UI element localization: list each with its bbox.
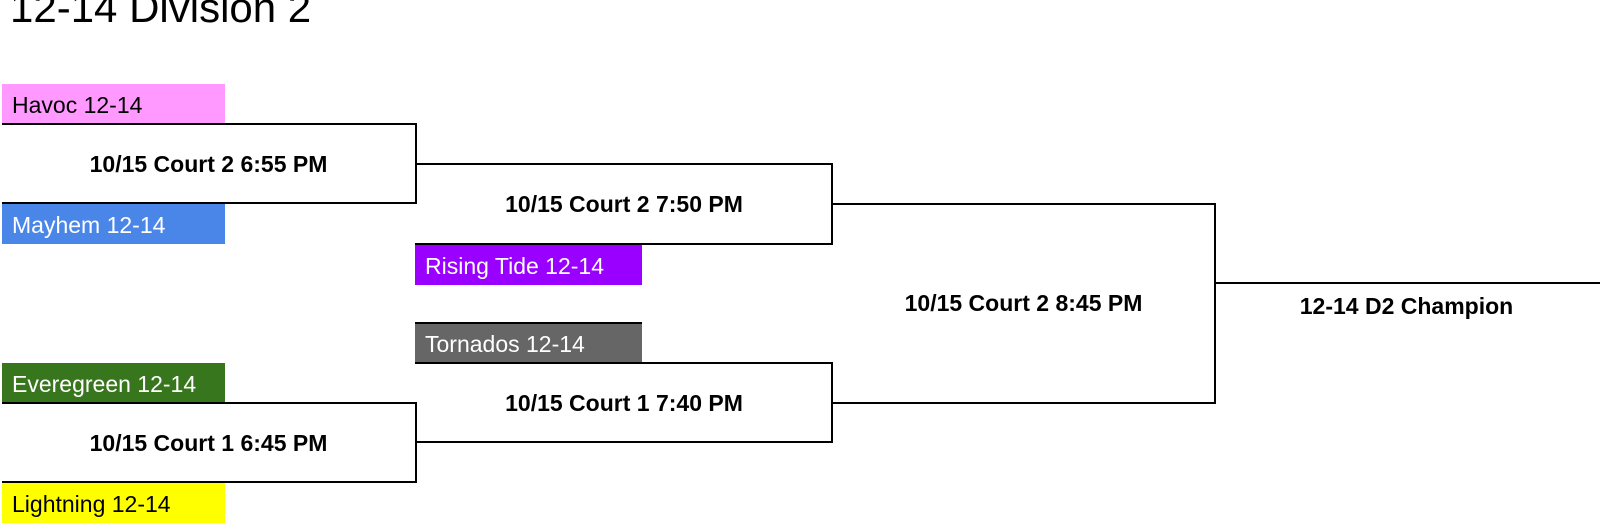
champion-label: 12-14 D2 Champion [1299,293,1514,319]
team-everegreen[interactable]: Everegreen 12-14 [2,363,225,403]
bracket-line [2,402,417,404]
bracket-line [1214,203,1216,404]
bracket-line [415,362,833,364]
bracket-line [1214,282,1600,284]
team-mayhem[interactable]: Mayhem 12-14 [2,204,225,244]
bracket-line [415,163,833,165]
match-label-final: 10/15 Court 2 8:45 PM [904,290,1143,316]
bracket-line [831,203,1216,205]
bracket-line [831,402,1216,404]
bracket-line [2,202,417,204]
bracket-line [2,123,417,125]
team-lightning[interactable]: Lightning 12-14 [2,483,225,523]
bracket-line [415,441,833,443]
bracket-line [415,243,833,245]
page-title: 12-14 Division 2 [10,0,312,31]
bracket-line [415,322,642,324]
match-label-r1-bottom: 10/15 Court 1 6:45 PM [89,430,328,456]
team-rising-tide[interactable]: Rising Tide 12-14 [415,245,642,285]
bracket-line [2,481,417,483]
match-label-r2-top: 10/15 Court 2 7:50 PM [505,191,743,217]
match-label-r1-top: 10/15 Court 2 6:55 PM [89,151,328,177]
team-havoc[interactable]: Havoc 12-14 [2,84,225,124]
bracket-line [415,402,417,483]
match-label-r2-bottom: 10/15 Court 1 7:40 PM [505,390,743,416]
team-tornados[interactable]: Tornados 12-14 [415,323,642,363]
